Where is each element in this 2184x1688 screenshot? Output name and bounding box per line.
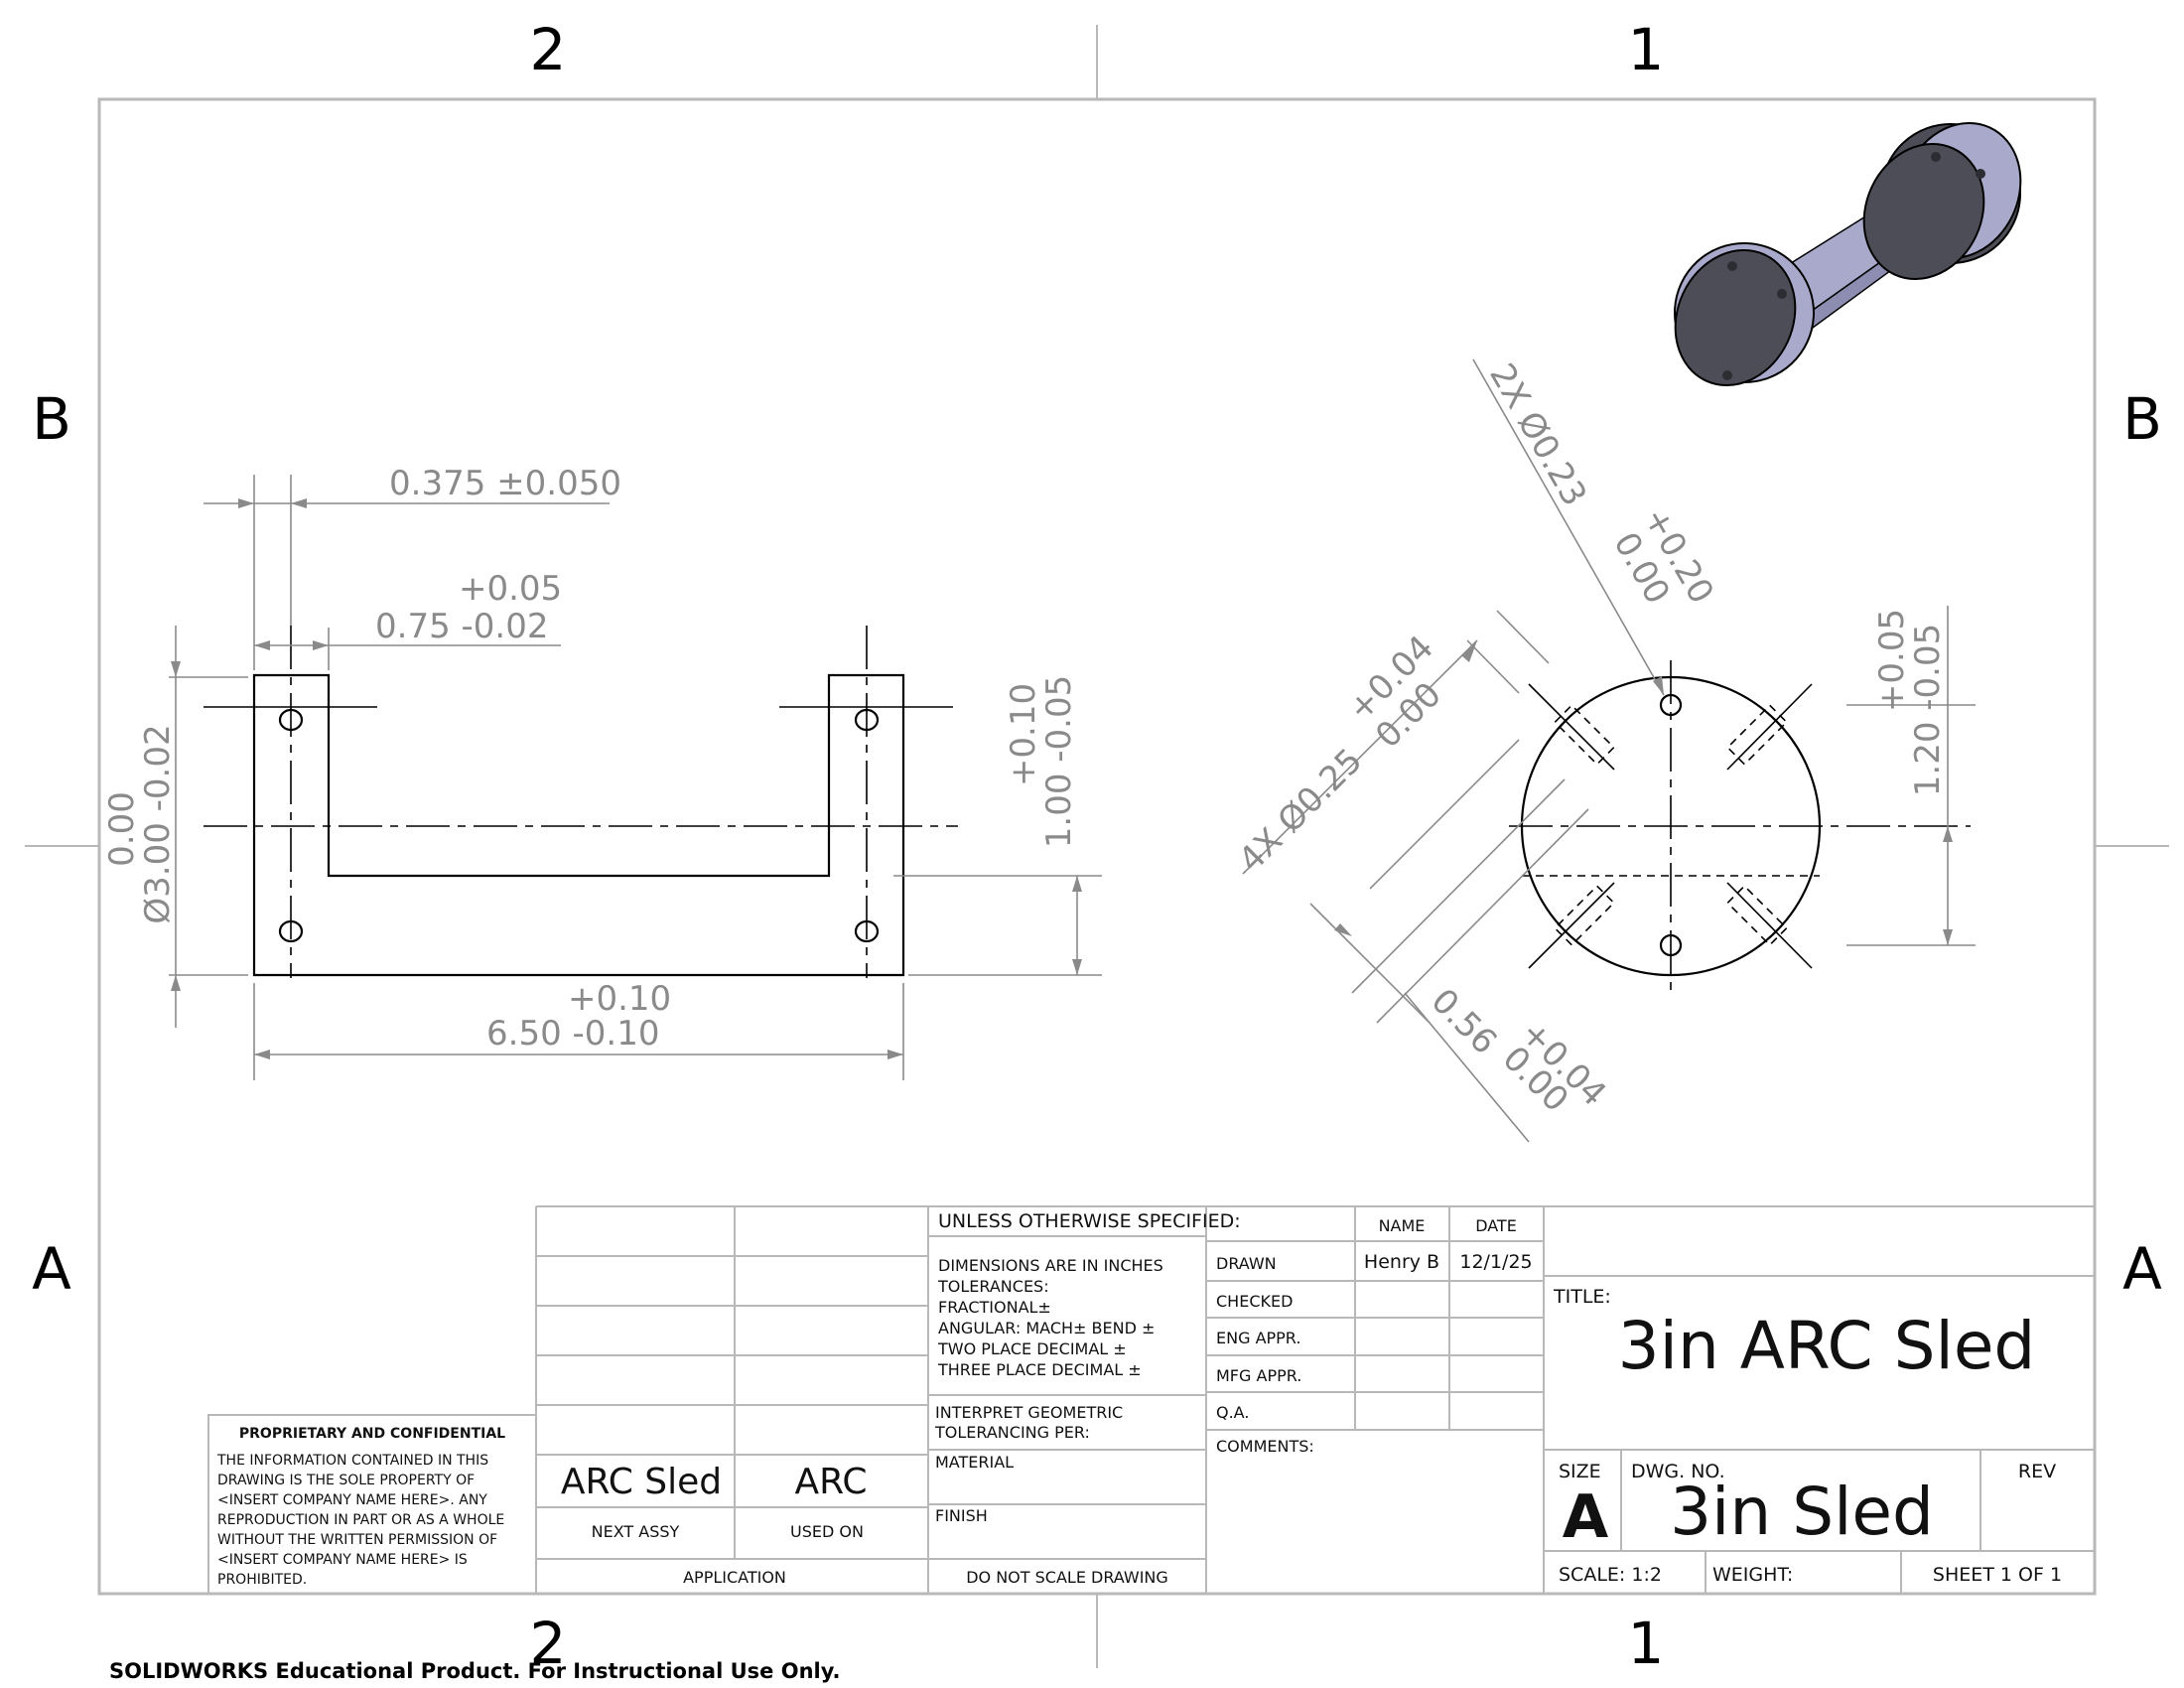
svg-text:INTERPRET GEOMETRIC: INTERPRET GEOMETRIC — [935, 1403, 1123, 1422]
title-block — [207, 1205, 2095, 1595]
proprietary-notice: PROPRIETARY AND CONFIDENTIAL THE INFORMA… — [216, 1426, 505, 1588]
drawing-title: 3in ARC Sled — [1618, 1308, 2036, 1384]
svg-text:ENG APPR.: ENG APPR. — [1216, 1329, 1300, 1347]
svg-text:REPRODUCTION IN PART OR AS A W: REPRODUCTION IN PART OR AS A WHOLE — [217, 1512, 504, 1528]
side-dimension-lines — [1242, 358, 1976, 1143]
drawing-number: 3in Sled — [1670, 1474, 1934, 1550]
dim-dia: Ø3.00 -0.02 — [138, 724, 178, 923]
material-label: MATERIAL — [935, 1453, 1014, 1472]
title-block-text: UNLESS OTHERWISE SPECIFIED: DIMENSIONS A… — [561, 1210, 2062, 1587]
zone-bottom-2: 2 — [530, 1610, 567, 1677]
dim-056: 0.56 — [1424, 981, 1505, 1062]
zone-left-b: B — [32, 385, 71, 453]
svg-text:FRACTIONAL±: FRACTIONAL± — [938, 1298, 1051, 1317]
svg-text:USED ON: USED ON — [790, 1522, 864, 1541]
dim-4x: 4X Ø0.25 — [1231, 741, 1370, 880]
svg-text:DRAWING IS THE SOLE PROPERTY O: DRAWING IS THE SOLE PROPERTY OF — [217, 1473, 475, 1488]
svg-text:ANGULAR: MACH± BEND ±: ANGULAR: MACH± BEND ± — [938, 1319, 1155, 1337]
do-not-scale: DO NOT SCALE DRAWING — [966, 1568, 1168, 1587]
zone-top-2: 2 — [530, 16, 567, 83]
sheet-count: SHEET 1 OF 1 — [1933, 1564, 2062, 1586]
dim-height: 1.00 -0.05 — [1039, 675, 1079, 848]
svg-text:DATE: DATE — [1475, 1216, 1517, 1235]
educational-watermark: SOLIDWORKS Educational Product. For Inst… — [109, 1659, 840, 1683]
dim-075-tol: +0.05 — [459, 569, 562, 609]
sled-profile — [252, 673, 905, 977]
sheet-size: A — [1563, 1482, 1609, 1552]
drawn-name: Henry B — [1364, 1251, 1439, 1273]
finish-label: FINISH — [935, 1506, 988, 1525]
zone-labels: 2 1 2 1 B A B A — [32, 16, 2162, 1677]
dim-120-tol: +0.05 — [1872, 609, 1912, 712]
border-frame — [25, 25, 2169, 1668]
scale: SCALE: 1:2 — [1559, 1564, 1662, 1586]
zone-right-b: B — [2122, 385, 2162, 453]
svg-text:MFG APPR.: MFG APPR. — [1216, 1366, 1301, 1385]
next-assy-value: ARC Sled — [561, 1462, 722, 1502]
front-dimension-lines — [169, 475, 1102, 1080]
used-on-value: ARC — [795, 1462, 868, 1502]
svg-text:NEXT ASSY: NEXT ASSY — [592, 1522, 680, 1541]
dim-height-tol: +0.10 — [1004, 683, 1043, 786]
svg-text:DIMENSIONS ARE IN INCHES: DIMENSIONS ARE IN INCHES — [938, 1256, 1163, 1275]
front-view: 0.375 ±0.050 +0.05 0.75 -0.02 0.00 Ø3.00… — [102, 464, 1102, 1080]
zone-left-a: A — [32, 1235, 71, 1303]
zone-right-a: A — [2122, 1235, 2162, 1303]
zone-bottom-1: 1 — [1628, 1610, 1665, 1677]
unless-specified: UNLESS OTHERWISE SPECIFIED: — [938, 1210, 1241, 1232]
hole-2x-bottom — [1659, 933, 1683, 957]
isometric-part-render — [1674, 121, 2022, 387]
dim-0375: 0.375 ±0.050 — [389, 464, 621, 503]
hole-2x-top — [1659, 693, 1683, 717]
zone-top-1: 1 — [1628, 16, 1665, 83]
drawn-date: 12/1/25 — [1459, 1251, 1532, 1273]
svg-text:WITHOUT THE WRITTEN PERMISSION: WITHOUT THE WRITTEN PERMISSION OF — [217, 1532, 497, 1548]
dim-2x: 2X Ø0.23 — [1481, 357, 1594, 513]
svg-text:<INSERT COMPANY NAME HERE>. A: <INSERT COMPANY NAME HERE>. ANY — [217, 1492, 487, 1508]
svg-text:SIZE: SIZE — [1559, 1461, 1601, 1482]
hole-upper-left — [278, 708, 304, 732]
svg-text:THREE PLACE DECIMAL ±: THREE PLACE DECIMAL ± — [937, 1360, 1142, 1379]
hole-lower-right — [854, 919, 880, 943]
svg-text:THE INFORMATION CONTAINED IN T: THE INFORMATION CONTAINED IN THIS — [216, 1453, 488, 1469]
svg-text:TWO PLACE DECIMAL ±: TWO PLACE DECIMAL ± — [937, 1339, 1127, 1358]
dim-length: 6.50 -0.10 — [486, 1014, 659, 1054]
angled-bolt-holes — [1528, 683, 1813, 969]
svg-text:CHECKED: CHECKED — [1216, 1292, 1293, 1311]
dim-length-tol: +0.10 — [568, 979, 671, 1019]
svg-text:NAME: NAME — [1379, 1216, 1426, 1235]
hole-lower-left — [278, 919, 304, 943]
proprietary-heading: PROPRIETARY AND CONFIDENTIAL — [239, 1426, 505, 1442]
weight: WEIGHT: — [1712, 1564, 1793, 1586]
svg-text:TOLERANCES:: TOLERANCES: — [937, 1277, 1049, 1296]
dim-075: 0.75 -0.02 — [375, 607, 548, 646]
svg-text:DRAWN: DRAWN — [1216, 1254, 1277, 1273]
svg-text:PROHIBITED.: PROHIBITED. — [217, 1572, 307, 1588]
dim-dia-tol: 0.00 — [102, 791, 142, 867]
svg-text:<INSERT COMPANY NAME HERE> IS: <INSERT COMPANY NAME HERE> IS — [217, 1552, 468, 1568]
svg-text:REV: REV — [2018, 1461, 2056, 1482]
comments-label: COMMENTS: — [1216, 1437, 1314, 1456]
svg-text:DWG. NO.: DWG. NO. — [1631, 1461, 1725, 1482]
dim-120: 1.20 -0.05 — [1908, 624, 1948, 796]
side-view: 2X Ø0.23 +0.20 0.00 4X Ø0.25 +0.04 0.00 … — [1231, 357, 1976, 1143]
svg-text:TITLE:: TITLE: — [1553, 1286, 1611, 1308]
svg-text:TOLERANCING PER:: TOLERANCING PER: — [934, 1423, 1090, 1442]
hole-upper-right — [854, 708, 880, 732]
svg-text:Q.A.: Q.A. — [1216, 1403, 1249, 1422]
application-label: APPLICATION — [683, 1568, 786, 1587]
